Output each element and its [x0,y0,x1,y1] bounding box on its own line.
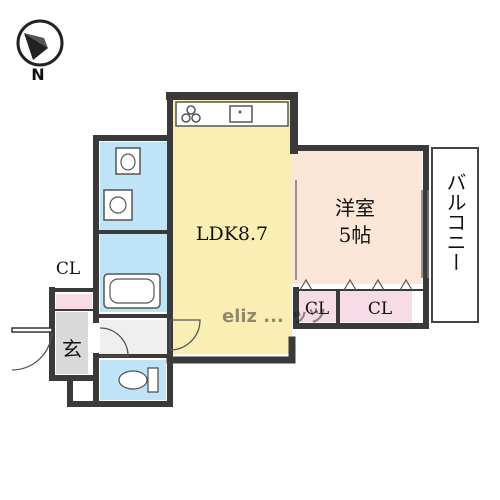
bathtub [103,273,161,309]
western-room-fill [292,150,422,284]
ldk-label: LDK8.7 [196,223,268,245]
closet-left-label: CL [305,299,329,319]
kitchen-counter [175,101,289,127]
hall-fill [100,320,168,354]
closet-right-label: CL [368,299,392,319]
closet-left-fill [296,290,338,322]
walls [49,92,429,407]
washbasin [115,147,141,175]
north-label: N [31,65,44,84]
closet-right-fill [340,290,412,322]
watermark: eliz ... ッツ [222,306,326,327]
ldk-fill [170,98,292,354]
toilet [118,367,159,393]
closet-door-marks [299,278,413,291]
windows [295,180,429,280]
closet-entry-fill [56,294,92,310]
compass-icon [16,19,64,67]
entrance-door [11,327,53,333]
entrance-label: 玄 [62,337,82,361]
entrance-fill [56,312,88,374]
closet-entry-label: CL [56,259,80,279]
balcony [431,147,479,323]
western-room-label-line1: 洋室 [335,196,375,220]
washing-machine-space [103,189,133,221]
western-room-label-line2: 5帖 [339,223,372,247]
balcony-label: バルコニー [443,172,467,272]
